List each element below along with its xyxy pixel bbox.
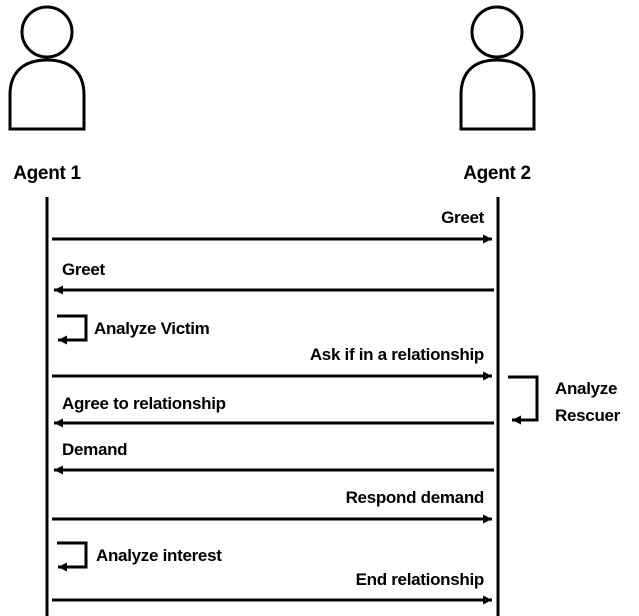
agent-2-body xyxy=(459,58,536,131)
agent-1-label: Agent 1 xyxy=(13,163,81,184)
message-label-greet-1: Greet xyxy=(441,208,485,227)
message-label-ask-relationship: Ask if in a relationship xyxy=(310,345,484,364)
self-arrow-analyze-victim xyxy=(57,314,88,345)
self-note-line-2: Rescuer xyxy=(555,406,621,425)
agent-1-body xyxy=(8,58,86,131)
message-label-agree-relationship: Agree to relationship xyxy=(62,394,226,413)
self-arrow-analyze-interest xyxy=(57,541,88,572)
agent-1-figure xyxy=(8,5,86,131)
self-label-analyze-interest: Analyze interest xyxy=(96,546,222,565)
agent-2-figure xyxy=(459,5,536,131)
message-label-demand: Demand xyxy=(62,440,127,459)
message-label-respond-demand: Respond demand xyxy=(346,488,484,507)
self-label-analyze-victim: Analyze Victim xyxy=(94,319,210,338)
self-note-line-1: Analyze xyxy=(555,379,617,398)
agent-2-head xyxy=(470,5,524,59)
message-label-end-relationship: End relationship xyxy=(356,570,484,589)
message-label-greet-2: Greet xyxy=(62,260,106,279)
agent-2-label: Agent 2 xyxy=(463,163,531,184)
agent-1-head xyxy=(20,5,74,59)
self-arrow-analyze-rescuer xyxy=(508,375,539,425)
